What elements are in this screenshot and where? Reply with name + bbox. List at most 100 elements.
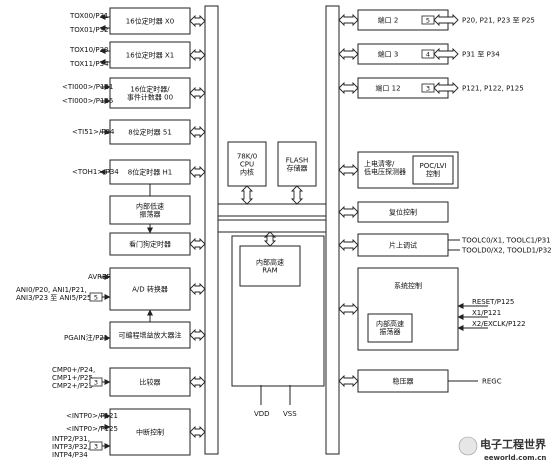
timer-00-pin-0: <TI000>/P121: [62, 83, 113, 91]
sysctl-pin-1: X1/P121: [472, 309, 501, 317]
block-port3: 端口 3 4 P31 至 P34: [338, 43, 500, 65]
timer-00-box: [109, 77, 191, 109]
block-timer-00: 16位定时器/事件计数器 00<TI000>/P121<TI000>/P125: [62, 77, 206, 109]
interrupt-title: 中断控制: [136, 428, 164, 437]
sysctl-bus-arrow: [338, 302, 359, 316]
sysctl-pin-2: X2/EXCLK/P122: [472, 320, 526, 328]
port2-pin-arrow: [433, 13, 459, 27]
port12-bus-arrow: [338, 81, 359, 95]
port2-bus-width-box: [421, 15, 435, 25]
port12-bus-width: 3: [426, 85, 430, 93]
timer-00-bus-arrow: [189, 86, 206, 100]
comparator-bus-arrow: [189, 375, 206, 389]
sysctl-inner-box: [367, 313, 413, 343]
debug-pin-0: TOOLC0/X1, TOOLC1/P31: [461, 237, 551, 245]
pga-pin-0: PGAIN注/P21: [64, 333, 108, 342]
port3-bus-width: 4: [426, 51, 430, 59]
timer-x0-title: 16位定时器 X0: [126, 17, 174, 26]
ram-bus-arrow: [263, 231, 277, 247]
right-internal-bus: [325, 5, 340, 455]
interrupt-box: [109, 408, 191, 456]
block-pga: 可编程增益放大器注 PGAIN注/P21: [64, 321, 206, 349]
port2-pin-0: P20, P21, P23 至 P25: [462, 17, 535, 25]
comparator-bus-width: 3: [94, 379, 98, 387]
reset-bus-arrow: [338, 205, 359, 219]
watchdog-bus-arrow: [189, 237, 206, 251]
block-timer-51: 8位定时器 51<TI51>/P34: [72, 119, 206, 145]
adc-bus-width-box: [89, 292, 103, 302]
timer-00-pin-1: <TI000>/P125: [62, 97, 113, 105]
adc-pin-0: AVREF: [88, 273, 110, 281]
left-internal-bus: [204, 5, 219, 455]
timer-x0-pin-1: TOX01/P32: [69, 26, 109, 34]
block-timer-h1: 8位定时器 H1<TOH1>/P34: [72, 159, 206, 185]
core-frame: [231, 235, 325, 387]
timer-x1-pin-0: TOX10/P33: [69, 46, 109, 54]
adc-pin-1: ANI0/P20, ANI1/P21,ANI3/P23 至 ANI5/P25: [16, 286, 92, 302]
timer-x1-title: 16位定时器 X1: [126, 51, 174, 60]
timer-x0-bus-arrow: [189, 14, 206, 28]
interrupt-pin-2: INTP2/P31,INTP3/P32,INTP4/P34: [52, 435, 90, 459]
watermark-sub: eeworld.com.cn: [484, 454, 546, 462]
watermark-main: 电子工程世界: [480, 437, 546, 451]
debug-bus-arrow: [338, 238, 359, 252]
port2-bus-width: 5: [426, 17, 430, 25]
timer-x0-pin-0: TOX00/P31: [69, 12, 109, 20]
block-port2: 端口 2 5 P20, P21, P23 至 P25: [338, 9, 535, 31]
comparator-pin-0: CMP0+/P24,CMP1+/P25,CMP2+/P23: [52, 366, 95, 390]
port3-bus-arrow: [338, 47, 359, 61]
debug-title: 片上调试: [389, 241, 417, 250]
adc-title: A/D 转换器: [132, 285, 168, 294]
upper-bus-link: [217, 203, 327, 217]
port3-title: 端口 3: [378, 50, 399, 59]
timer-51-pin-0: <TI51>/P34: [72, 128, 115, 136]
sysctl-inner: 内部高速振荡器: [376, 319, 404, 336]
flash-bus-arrow: [290, 185, 304, 205]
timer-51-bus-arrow: [189, 125, 206, 139]
regulator-title: 稳压器: [393, 377, 414, 386]
pga-title: 可编程增益放大器注: [119, 331, 182, 340]
timer-x0-box: [109, 7, 191, 35]
vdd-label: VDD: [254, 410, 270, 418]
block-port12: 端口 12 3 P121, P122, P125: [338, 77, 524, 99]
block-sysctl: 系统控制内部高速振荡器RESET/P125X1/P121X2/EXCLK/P12…: [338, 267, 526, 351]
block-watchdog: 看门狗定时器: [109, 232, 206, 256]
port12-pin-0: P121, P122, P125: [462, 85, 524, 93]
port2-title: 端口 2: [378, 16, 399, 25]
block-adc: A/D 转换器 AVREF ANI0/P20, ANI1/P21,ANI3/P23 …: [16, 267, 206, 311]
watermark-logo-icon: [458, 436, 478, 456]
cpu-bus-arrow: [240, 185, 254, 205]
interrupt-bus-width-box: [89, 441, 103, 451]
port12-title: 端口 12: [375, 84, 400, 93]
lower-bus-link: [217, 219, 327, 233]
timer-x1-pin-1: TOX11/P34: [69, 60, 109, 68]
ram-box: [239, 245, 301, 287]
port3-bus-width-box: [421, 49, 435, 59]
block-osc-internal: 内部低速振荡器: [109, 195, 191, 225]
cpu-box: [227, 141, 267, 187]
poc-inner-box: [412, 155, 454, 185]
port12-pin-arrow: [433, 81, 459, 95]
port2-bus-arrow: [338, 13, 359, 27]
block-interrupt: 中断控制<INTP0>/P121<INTP0>/P125INTP2/P31,IN…: [52, 408, 206, 459]
interrupt-bus-arrow: [189, 425, 206, 439]
port3-pin-0: P31 至 P34: [462, 51, 500, 59]
adc-box: [109, 267, 191, 311]
poc-bus-arrow: [338, 163, 359, 177]
timer-h1-pin-0: <TOH1>/P34: [72, 168, 119, 176]
osc-internal-title: 内部低速振荡器: [136, 202, 164, 219]
interrupt-bus-width: 3: [94, 443, 98, 451]
comparator-bus-width-box: [89, 377, 103, 387]
